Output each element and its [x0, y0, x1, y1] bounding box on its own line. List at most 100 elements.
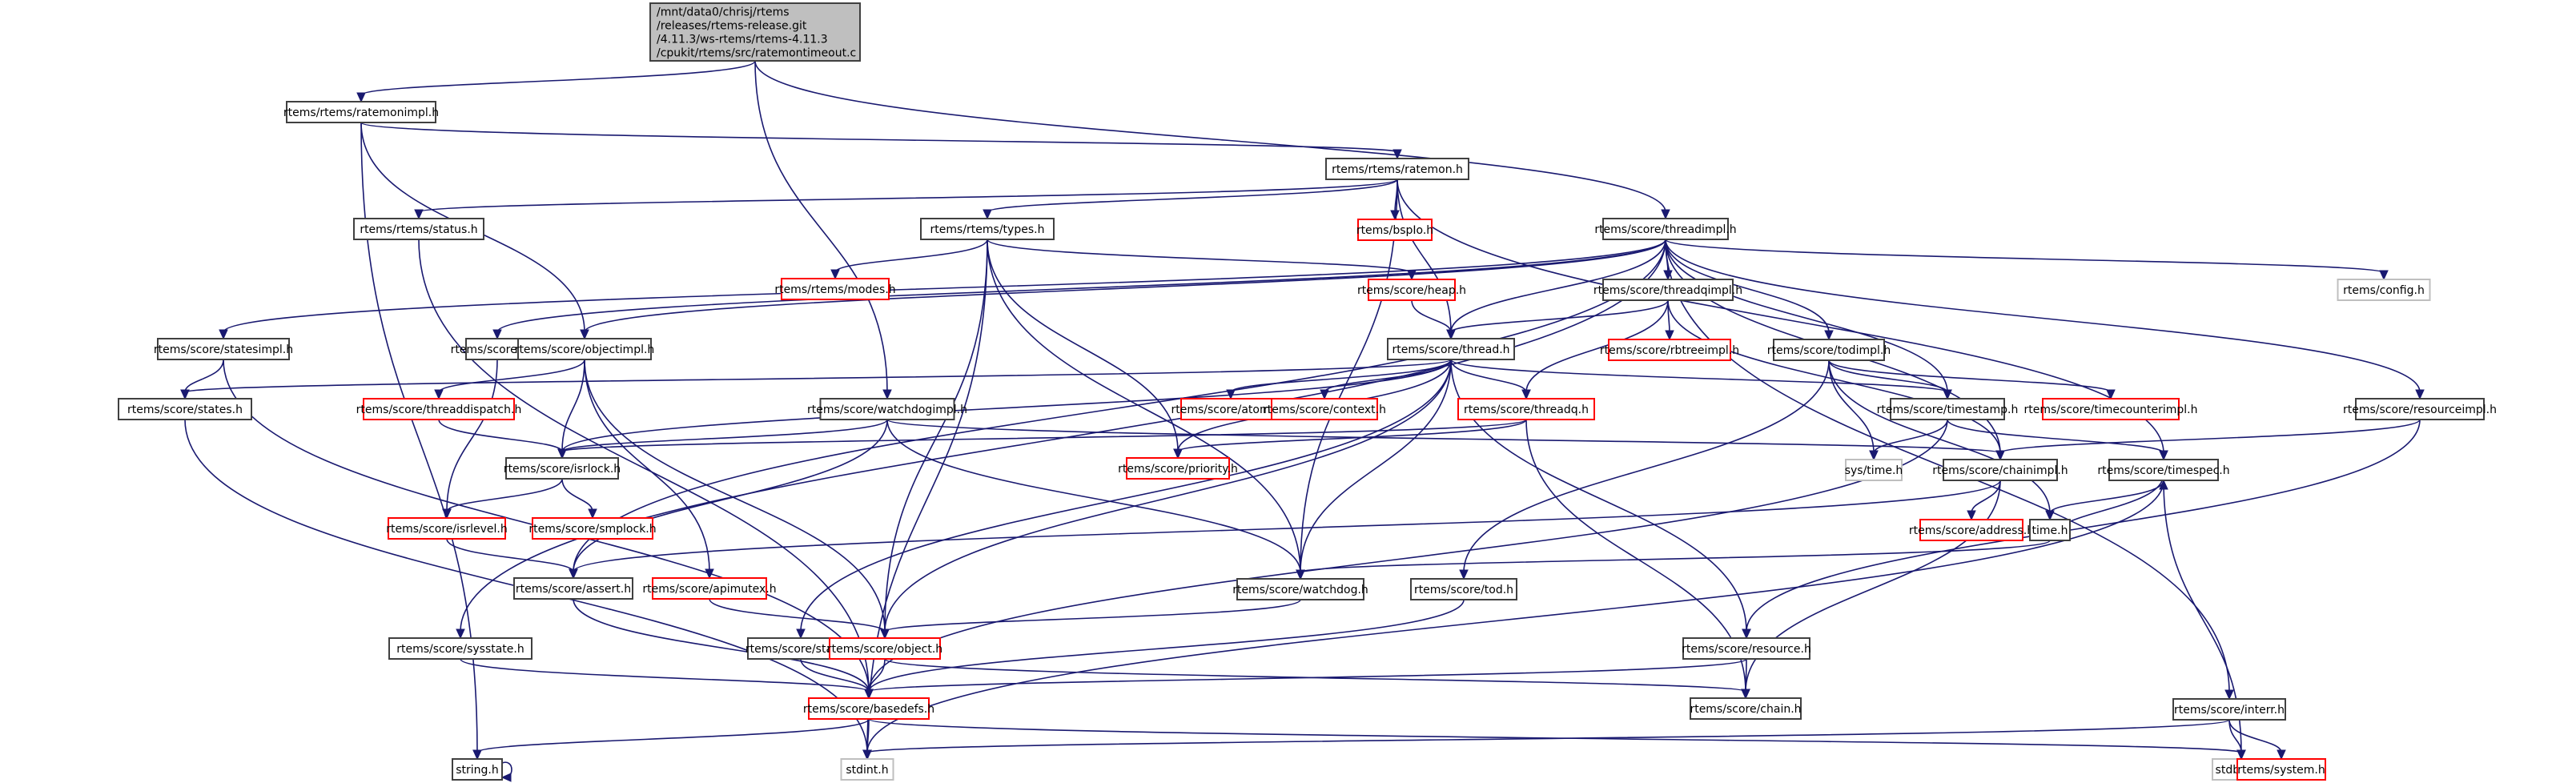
- edge-timeh-to-watchdog: [1296, 540, 2051, 580]
- arrowhead-icon: [1967, 510, 1976, 521]
- node-types[interactable]: rtems/rtems/types.h: [920, 218, 1055, 240]
- edge-line: [446, 478, 563, 512]
- node-chainimpl[interactable]: rtems/score/chainimpl.h: [1932, 459, 2068, 481]
- edge-timestamp-to-systime: [1869, 419, 1948, 461]
- node-object[interactable]: rtems/score/object.h: [827, 637, 942, 660]
- node-box: [1943, 459, 2058, 481]
- edge-line: [1463, 359, 1830, 573]
- edge-objectimpl-to-isrlock: [557, 359, 585, 460]
- node-bspIo[interactable]: rtems/bspIo.h: [1356, 219, 1433, 241]
- node-timestamp[interactable]: rtems/score/timestamp.h: [1877, 398, 2019, 420]
- node-label: rtems/score/timespec.h: [2097, 464, 2229, 477]
- edge-isrlock-to-smplock: [561, 478, 597, 520]
- node-modes[interactable]: rtems/rtems/modes.h: [774, 278, 896, 300]
- node-interr[interactable]: rtems/score/interr.h: [2172, 698, 2286, 721]
- edge-line: [2049, 480, 2164, 514]
- node-box: [2172, 698, 2286, 721]
- edge-line: [2228, 719, 2282, 753]
- arrowhead-icon: [580, 329, 589, 340]
- edge-line: [884, 599, 1301, 632]
- node-label: rtems/config.h: [2343, 284, 2425, 297]
- edge-line: [1411, 299, 1452, 333]
- arrowhead-icon: [1995, 450, 2005, 461]
- node-chain[interactable]: rtems/score/chain.h: [1690, 697, 1802, 720]
- arrowhead-icon: [219, 329, 228, 340]
- node-priority[interactable]: rtems/score/priority.h: [1118, 457, 1238, 480]
- node-objectimpl[interactable]: rtems/score/objectimpl.h: [515, 338, 655, 360]
- node-address[interactable]: rtems/score/address.h: [1909, 519, 2034, 541]
- edge-threadqimpl-to-chainimpl: [1667, 299, 2005, 461]
- arrowhead-icon: [864, 689, 874, 700]
- node-resourceimpl[interactable]: rtems/score/resourceimpl.h: [2343, 398, 2497, 420]
- node-threadq[interactable]: rtems/score/threadq.h: [1457, 398, 1595, 420]
- node-ratemonimpl[interactable]: rtems/rtems/ratemonimpl.h: [283, 101, 439, 123]
- edge-line: [573, 239, 1666, 572]
- node-label: rtems/score/isrlock.h: [504, 463, 621, 476]
- node-threadqimpl[interactable]: rtems/score/threadqimpl.h: [1593, 279, 1742, 301]
- edge-object-to-chain: [884, 658, 1750, 700]
- node-box: [1325, 158, 1469, 180]
- edge-line: [1177, 419, 1527, 452]
- node-timeh[interactable]: time.h: [2029, 519, 2071, 541]
- edge-line: [584, 359, 710, 572]
- arrowhead-icon: [1742, 628, 1751, 640]
- node-timecounterimpl[interactable]: rtems/score/timecounterimpl.h: [2024, 398, 2198, 420]
- node-label: rtems/rtems/ratemonimpl.h: [283, 106, 439, 119]
- node-box: [1387, 338, 1515, 360]
- node-thread[interactable]: rtems/score/thread.h: [1387, 338, 1515, 360]
- node-system[interactable]: rtems/system.h: [2236, 758, 2326, 781]
- node-ratemon[interactable]: rtems/rtems/ratemon.h: [1325, 158, 1469, 180]
- edge-line: [884, 239, 988, 632]
- node-box: [2337, 279, 2431, 301]
- node-timespec[interactable]: rtems/score/timespec.h: [2097, 459, 2230, 481]
- node-sysstate[interactable]: rtems/score/sysstate.h: [388, 637, 532, 660]
- node-context[interactable]: rtems/score/context.h: [1263, 398, 1386, 420]
- node-tod[interactable]: rtems/score/tod.h: [1410, 578, 1517, 600]
- node-resource[interactable]: rtems/score/resource.h: [1682, 637, 1811, 660]
- node-box: [118, 398, 252, 420]
- node-rbtreeimpl[interactable]: rtems/score/rbtreeimpl.h: [1600, 339, 1739, 361]
- node-status[interactable]: rtems/rtems/status.h: [353, 218, 484, 240]
- arrowhead-icon: [2106, 389, 2116, 400]
- node-todimpl[interactable]: rtems/score/todimpl.h: [1767, 339, 1891, 361]
- node-threaddispatch[interactable]: rtems/score/threaddispatch.h: [356, 398, 522, 420]
- node-box: [829, 637, 941, 660]
- node-watchdogimpl[interactable]: rtems/score/watchdogimpl.h: [807, 398, 967, 420]
- node-statesimpl[interactable]: rtems/score/statesimpl.h: [154, 338, 293, 360]
- edge-thread-to-states: [180, 359, 1452, 400]
- edge-todimpl-to-tod: [1459, 359, 1830, 580]
- arrowhead-icon: [2045, 510, 2055, 521]
- edge-line: [987, 239, 1413, 274]
- node-label: rtems/rtems/types.h: [930, 223, 1045, 236]
- node-box: [532, 517, 653, 540]
- node-atomic[interactable]: rtems/score/atomic.h: [1171, 398, 1291, 420]
- node-string[interactable]: string.h: [452, 758, 503, 781]
- arrowhead-icon: [492, 329, 502, 340]
- node-label: rtems/score/object.h: [827, 643, 942, 656]
- edge-line: [754, 60, 888, 393]
- node-heap[interactable]: rtems/score/heap.h: [1357, 279, 1466, 301]
- node-box: [1773, 339, 1885, 361]
- node-basedefs[interactable]: rtems/score/basedefs.h: [803, 697, 934, 720]
- node-smplock[interactable]: rtems/score/smplock.h: [528, 517, 657, 540]
- arrowhead-icon: [2224, 689, 2234, 701]
- node-isrlevel[interactable]: rtems/score/isrlevel.h: [386, 517, 508, 540]
- node-box: [452, 758, 503, 781]
- node-label: rtems/score/threaddispatch.h: [356, 404, 522, 416]
- node-apimutex[interactable]: rtems/score/apimutex.h: [642, 577, 777, 600]
- node-watchdog[interactable]: rtems/score/watchdog.h: [1232, 578, 1368, 600]
- node-assert[interactable]: rtems/score/assert.h: [513, 577, 633, 600]
- edge-line: [1397, 179, 1452, 333]
- edge-thread-to-timestamp: [1450, 359, 1952, 400]
- node-box: [1608, 339, 1731, 361]
- edge-line: [884, 359, 1452, 632]
- node-stdint: stdint.h: [840, 758, 894, 781]
- node-threadimpl[interactable]: rtems/score/threadimpl.h: [1594, 218, 1737, 240]
- edge-line: [438, 359, 585, 393]
- edge-line: [886, 419, 2001, 454]
- node-states[interactable]: rtems/score/states.h: [118, 398, 252, 420]
- edge-root-to-threadimpl: [754, 60, 1670, 220]
- node-isrlock[interactable]: rtems/score/isrlock.h: [504, 457, 621, 480]
- edge-root-to-ratemonimpl: [356, 60, 756, 103]
